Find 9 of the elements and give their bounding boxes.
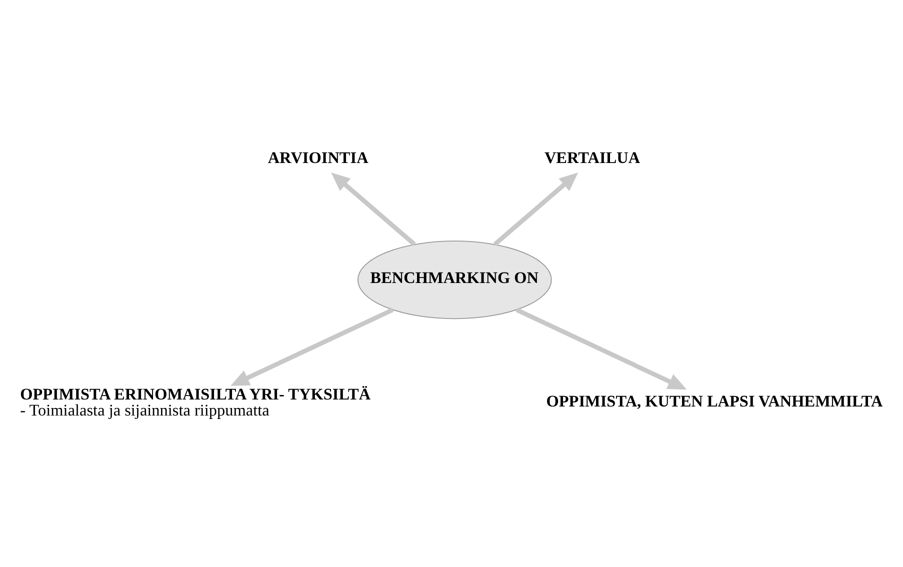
arrow xyxy=(516,308,687,390)
node-text: OPPIMISTA ERINOMAISILTA YRI- TYKSILTÄ - Toimialasta ja sijainnista riippumatta xyxy=(20,385,371,420)
node-ellipse: BENCHMARKING ON xyxy=(357,240,552,320)
node-text: VERTAILUA xyxy=(544,148,640,167)
arrow xyxy=(331,172,416,246)
arrow xyxy=(230,308,394,386)
node-text: ARVIOINTIA xyxy=(268,148,368,167)
node-text: OPPIMISTA, KUTEN LAPSI VANHEMMILTA xyxy=(546,392,883,411)
arrow xyxy=(493,172,578,246)
